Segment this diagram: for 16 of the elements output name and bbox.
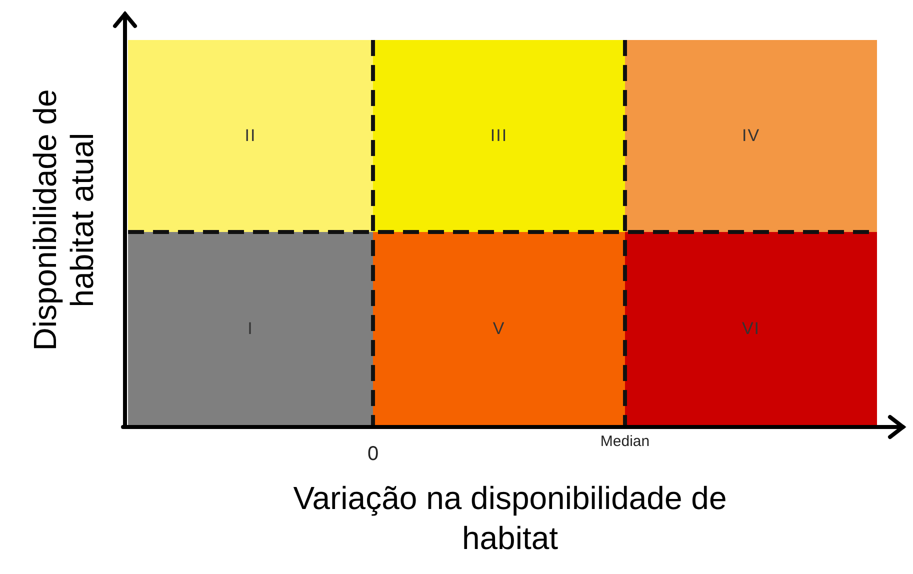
quadrant-region (625, 40, 877, 232)
region-numeral: VI (742, 318, 760, 338)
region-numeral: IV (742, 126, 760, 146)
region-numeral: III (490, 126, 508, 146)
axis-title: Disponibilidade de habitat atual (27, 88, 101, 353)
region-numeral: II (244, 126, 256, 146)
tick-label: Median (600, 433, 650, 450)
quadrant-region (128, 40, 373, 232)
quadrant-region (625, 232, 877, 425)
axis-title: Variação na disponibilidade de habitat (292, 479, 728, 558)
quadrant-region (373, 232, 625, 425)
region-numeral: I (248, 318, 254, 338)
tick-label: 0 (367, 443, 379, 466)
quadrant-region (128, 232, 373, 425)
quadrant-region (373, 40, 625, 232)
region-numeral: V (492, 318, 506, 338)
